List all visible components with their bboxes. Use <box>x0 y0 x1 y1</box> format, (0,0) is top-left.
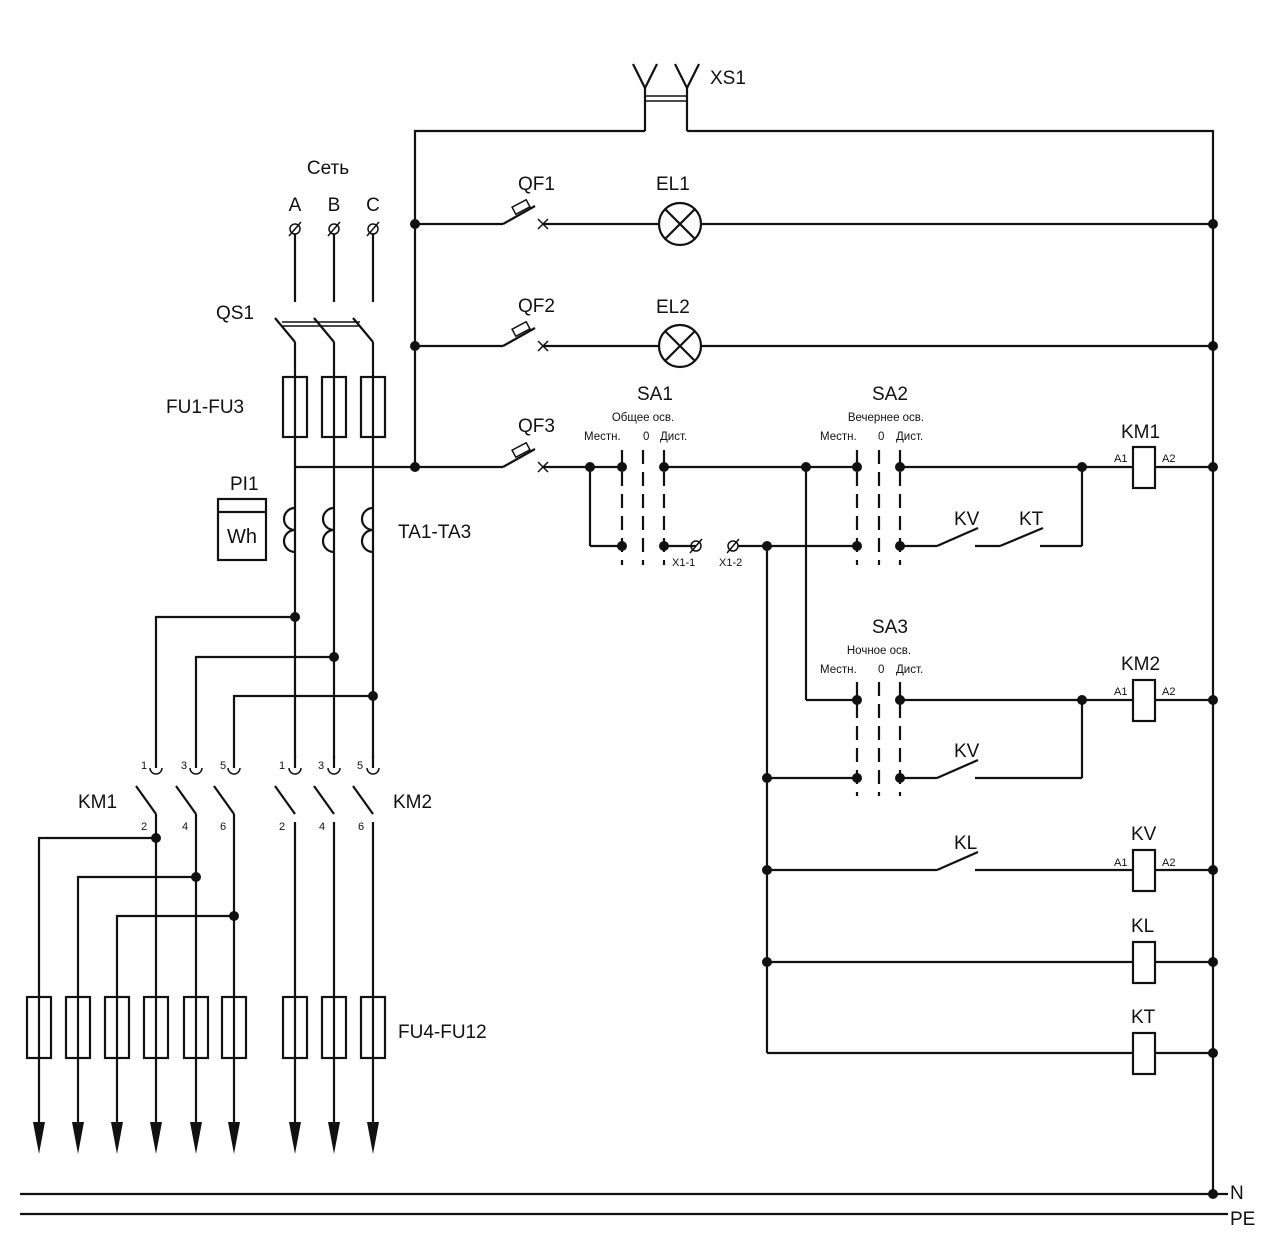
fu1-fu3-label: FU1-FU3 <box>166 397 244 418</box>
x1-terminals <box>689 538 857 554</box>
sa2-pos-zero: 0 <box>878 431 884 443</box>
fu4-fu12-fuses <box>25 995 387 1060</box>
el2-lamp <box>657 323 1213 369</box>
phase-a-label: A <box>289 195 302 216</box>
pi1-label: PI1 <box>230 474 259 495</box>
x1-1-label: X1-1 <box>672 557 695 569</box>
kt-coil-label: KT <box>1131 1007 1156 1028</box>
kv-contact2-label: KV <box>954 741 980 762</box>
km1-coil-label: KM1 <box>1121 422 1160 443</box>
km2-power-label: KM2 <box>393 792 432 813</box>
phase-terminals <box>288 221 380 237</box>
el1-label: EL1 <box>656 174 690 195</box>
km2-terminal-4: 4 <box>319 821 325 833</box>
qf1-label: QF1 <box>518 174 555 195</box>
kt-contact-label: KT <box>1019 509 1044 530</box>
km2-a1: A1 <box>1114 686 1127 698</box>
control-circuit: XS1 QF1 EL1 QF2 <box>295 63 1218 1199</box>
km2-terminal-2: 2 <box>279 821 285 833</box>
xs1-label: XS1 <box>710 68 746 89</box>
pi1-meter: Wh <box>216 497 268 562</box>
qf2-breaker <box>415 320 658 352</box>
ta1-ta3-transformers <box>282 506 374 554</box>
km1-terminal-4: 4 <box>182 821 188 833</box>
kv-a1: A1 <box>1114 857 1127 869</box>
kv-kt-contacts <box>936 467 1084 548</box>
km1-terminal-5: 5 <box>220 760 226 772</box>
el2-label: EL2 <box>656 297 690 318</box>
km1-power-label: KM1 <box>78 792 117 813</box>
km2-terminal-1: 1 <box>279 760 285 772</box>
qs1-disconnector <box>274 317 374 343</box>
km1-a1: A1 <box>1114 453 1127 465</box>
qf3-label: QF3 <box>518 416 555 437</box>
junction-dots <box>410 219 1218 1199</box>
sa3-pos-local: Местн. <box>820 664 857 676</box>
sa2-label: SA2 <box>872 384 908 405</box>
sa1-pos-local: Местн. <box>584 431 621 443</box>
qf3-breaker <box>415 441 622 473</box>
km2-terminal-5: 5 <box>357 760 363 772</box>
phase-c-label: C <box>366 195 380 216</box>
sa3-pos-remote: Дист. <box>896 664 923 676</box>
sa2-description: Вечернее осв. <box>848 412 924 424</box>
km1-terminal-6: 6 <box>220 821 226 833</box>
el1-lamp <box>657 201 1213 247</box>
fu4-fu12-label: FU4-FU12 <box>398 1022 487 1043</box>
sa1-description: Общее осв. <box>612 412 674 424</box>
kv-contact-row2 <box>936 700 1084 780</box>
sa1-pos-remote: Дист. <box>660 431 687 443</box>
km2-a2: A2 <box>1162 686 1175 698</box>
fu1-fu3-fuses <box>281 375 387 439</box>
km2-coil-label: KM2 <box>1121 654 1160 675</box>
km1-terminal-2: 2 <box>141 821 147 833</box>
ta-label: TA1-TA3 <box>398 522 471 543</box>
xs1-socket <box>632 63 700 131</box>
phase-b-label: B <box>328 195 341 216</box>
kl-contact-label: KL <box>954 833 977 854</box>
kl-coil <box>767 940 1213 985</box>
sa1-pos-zero: 0 <box>643 431 649 443</box>
km2-terminal-6: 6 <box>358 821 364 833</box>
kl-contact <box>767 850 1133 872</box>
kv-a2: A2 <box>1162 857 1175 869</box>
x1-2-label: X1-2 <box>719 557 742 569</box>
pe-bus-label: PE <box>1230 1209 1255 1230</box>
outgoing-arrows <box>33 1122 379 1154</box>
sa3-pos-zero: 0 <box>878 664 884 676</box>
km1-a2: A2 <box>1162 453 1175 465</box>
kv-coil-label: KV <box>1131 824 1157 845</box>
km1-terminal-1: 1 <box>141 760 147 772</box>
km2-terminal-3: 3 <box>318 760 324 772</box>
sa2-pos-local: Местн. <box>820 431 857 443</box>
km1-coil <box>1131 445 1213 490</box>
n-pe-buses <box>20 1192 1228 1216</box>
kv-contact-label: KV <box>954 509 980 530</box>
km1-power-contacts <box>135 767 241 1128</box>
kv-coil <box>1131 848 1213 893</box>
qs1-label: QS1 <box>216 303 254 324</box>
network-title: Сеть <box>307 158 349 179</box>
km1-terminal-3: 3 <box>181 760 187 772</box>
sa3-description: Ночное осв. <box>847 645 911 657</box>
wh-label: Wh <box>227 526 257 548</box>
km2-coil <box>1131 678 1213 723</box>
km2-power-contacts <box>274 756 380 822</box>
qf1-breaker <box>415 198 658 230</box>
n-bus-label: N <box>1230 1183 1244 1204</box>
sa1-label: SA1 <box>637 384 673 405</box>
sa3-label: SA3 <box>872 617 908 638</box>
sa2-pos-remote: Дист. <box>896 431 923 443</box>
power-circuit: Сеть A B C QS1 <box>25 158 487 1154</box>
qf2-label: QF2 <box>518 296 555 317</box>
kl-coil-label: KL <box>1131 916 1154 937</box>
kt-coil <box>767 1031 1213 1076</box>
